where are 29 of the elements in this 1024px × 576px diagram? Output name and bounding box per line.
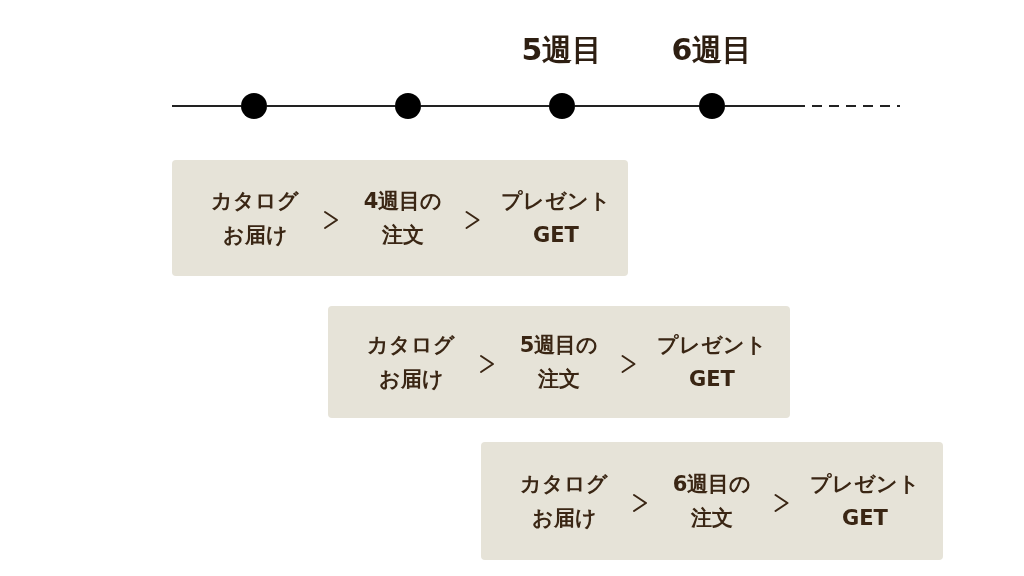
- timeline-line: [724, 105, 901, 107]
- step-text: 6週目の注文: [670, 467, 754, 535]
- step-band: [481, 442, 943, 560]
- step-text: 5週目の注文: [517, 328, 601, 396]
- step-text: カタログお届け: [518, 467, 610, 535]
- step-text: カタログお届け: [365, 328, 457, 396]
- chevron-arrow: [633, 494, 647, 512]
- timeline-dot: [699, 93, 725, 119]
- week-label: 6週目: [671, 31, 753, 69]
- step-text: プレゼントGET: [809, 467, 921, 535]
- week-label: 5週目: [521, 31, 603, 69]
- timeline-line: [574, 105, 700, 107]
- timeline-dot: [241, 93, 267, 119]
- chevron-arrow: [774, 494, 789, 512]
- chevron-arrow: [465, 211, 480, 229]
- step-text: プレゼントGET: [500, 184, 612, 252]
- timeline-line: [420, 105, 550, 107]
- chevron-arrow: [324, 211, 338, 229]
- step-text: カタログお届け: [209, 184, 301, 252]
- timeline-line: [266, 105, 396, 107]
- chevron-arrow: [480, 355, 494, 373]
- step-band: [328, 306, 790, 418]
- timeline-dot: [395, 93, 421, 119]
- timeline-dot: [549, 93, 575, 119]
- timeline-line: [171, 105, 242, 107]
- step-text: 4週目の注文: [361, 184, 445, 252]
- chevron-arrow: [621, 355, 636, 373]
- step-band: [172, 160, 628, 276]
- step-text: プレゼントGET: [656, 328, 768, 396]
